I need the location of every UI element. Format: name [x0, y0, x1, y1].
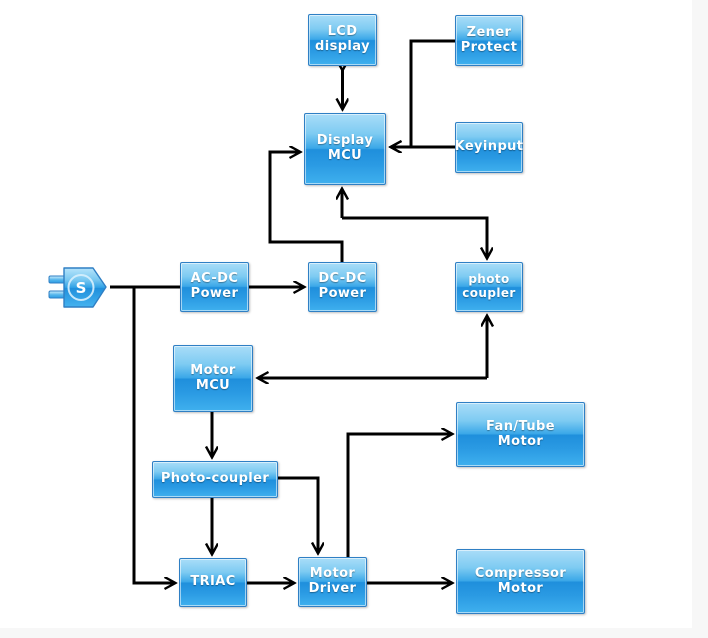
node-photo-coupler-display-side[interactable]: photo coupler [455, 262, 523, 312]
node-triac[interactable]: TRIAC [179, 558, 247, 607]
node-lcd-display[interactable]: LCD display [308, 14, 377, 66]
node-label-line2: Driver [308, 581, 357, 596]
node-label-line2: display [315, 39, 370, 54]
node-compressor-motor[interactable]: Compressor Motor [456, 549, 585, 614]
wire-rail-to-photo-coupler-a [342, 216, 487, 258]
node-label-line1: Motor [309, 566, 356, 582]
node-label-line1: Motor [190, 362, 236, 378]
node-label-line1: AC-DC [190, 271, 239, 287]
power-plug-label: S [76, 279, 87, 297]
node-label-line1: Compressor [474, 565, 567, 581]
page-edge-shading-right [692, 0, 708, 638]
node-motor-driver[interactable]: Motor Driver [298, 557, 367, 607]
node-ac-dc-power[interactable]: AC-DC Power [180, 262, 249, 312]
wire-zener-to-display-mcu [391, 39, 455, 147]
node-label-line2: coupler [462, 286, 516, 300]
node-label-line1: Display [316, 133, 374, 149]
node-label-line2: Protect [460, 39, 518, 55]
wire-photo-coupler-b-to-motor-driver [278, 476, 318, 553]
node-zener-protect[interactable]: Zener Protect [455, 15, 523, 66]
node-photo-coupler-motor-side[interactable]: Photo-coupler [152, 461, 278, 498]
wire-plug-bus-to-triac [132, 287, 175, 583]
node-label-line1: Photo-coupler [160, 471, 270, 487]
node-label-line1: photo [468, 272, 510, 287]
node-label-line2: Power [190, 286, 239, 301]
page-edge-shading-bottom [0, 628, 708, 638]
node-label-line2: Motor [497, 580, 544, 596]
node-display-mcu[interactable]: Display MCU [304, 113, 386, 185]
wire-dcdc-to-display-mcu-left [268, 152, 344, 262]
node-label-line1: Zener [466, 24, 512, 40]
node-label-line1: LCD [327, 24, 358, 40]
node-dc-dc-power[interactable]: DC-DC Power [308, 262, 377, 312]
node-label-line2: MCU [327, 148, 363, 163]
node-label-line1: Keyinput [454, 139, 524, 155]
node-motor-mcu[interactable]: Motor MCU [173, 345, 253, 412]
node-label-line1: Fan/Tube [486, 418, 555, 434]
node-fan-tube-motor[interactable]: Fan/Tube Motor [456, 402, 585, 467]
node-label-line2: MCU [195, 377, 231, 393]
power-plug-icon: S [48, 262, 110, 318]
node-label-line2: Power [318, 286, 367, 301]
node-label-line1: DC-DC [318, 271, 367, 287]
node-label-line2: Motor [497, 433, 544, 449]
node-label-line1: TRIAC [190, 574, 236, 590]
node-keyinput[interactable]: Keyinput [455, 122, 523, 173]
